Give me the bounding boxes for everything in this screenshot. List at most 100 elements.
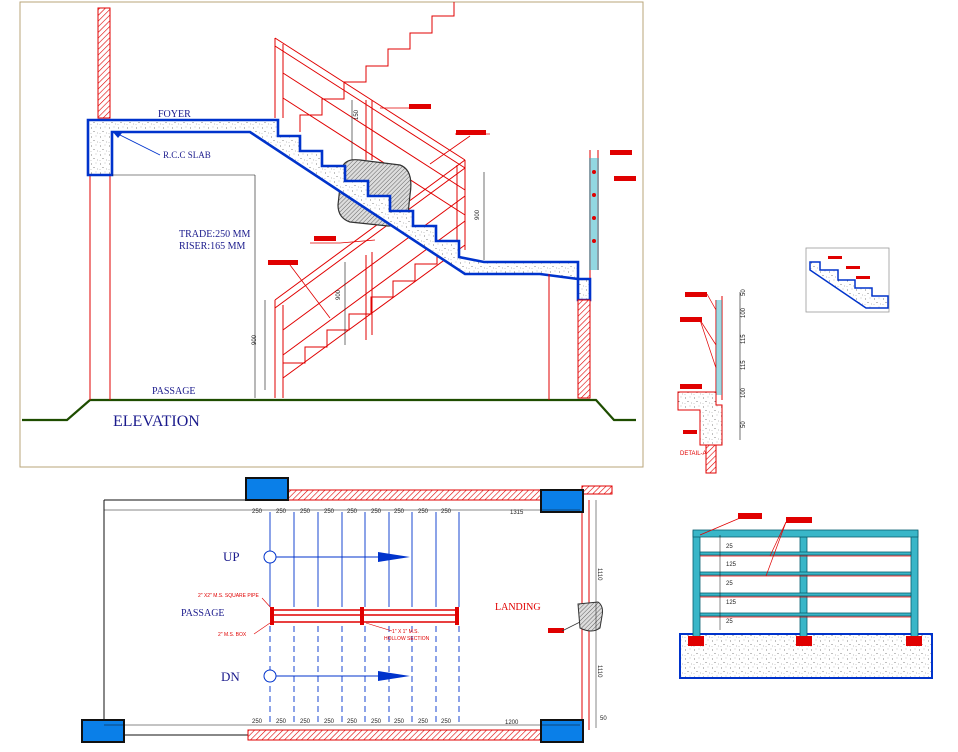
left-column: [97, 7, 111, 119]
plan-column-top-right: [540, 489, 584, 513]
detail-dim-value: 100: [741, 387, 747, 398]
elevation-view: 900 900 150 900 FOYER R.C.C SLAB TRADE:2…: [19, 1, 644, 468]
upper-flight-steps: [299, 2, 455, 132]
front-railing-dim-value: 25: [726, 619, 733, 625]
end-dim: 50: [600, 716, 607, 722]
bottom-tread-dim: 250: [347, 719, 358, 725]
railing-mid-rails: [699, 551, 912, 617]
rail-nodes: [270, 607, 459, 625]
up-label: UP: [223, 549, 240, 564]
front-railing-dim-value: 25: [726, 544, 733, 550]
square-pipe-note: 2" X2" M.S. SQUARE PIPE: [198, 593, 259, 599]
bottom-tread-dim: 250: [418, 719, 429, 725]
detail-dim-value: 50: [741, 421, 747, 428]
railing-base-plates: [688, 636, 922, 646]
front-railing-dim-value: 125: [726, 562, 737, 568]
hollow-note-1: 1" X 1" M.S.: [392, 629, 419, 635]
landing-label: LANDING: [495, 602, 541, 613]
detail-dim-value: 100: [741, 307, 747, 318]
detail-dims: 50 100 115 115 100 50: [741, 289, 747, 428]
slab-leader-arrow: [112, 131, 122, 138]
railing-tags: [738, 513, 812, 523]
top-tread-dim: 250: [394, 509, 405, 515]
plan-view: 250 250 250 250 250 250 250 250 250 250 250 250 250…: [81, 477, 613, 743]
hollow-note-2: HOLLOW SECTION: [384, 636, 430, 642]
top-tread-dim: 250: [276, 509, 287, 515]
plan-column-top-left: [245, 477, 289, 501]
plan-passage-label: PASSAGE: [181, 608, 225, 619]
front-railing-dims: 25 125 25 125 25: [726, 544, 737, 625]
elevation-passage-label: PASSAGE: [152, 386, 196, 397]
detail-leaders: [699, 293, 717, 369]
bottom-tread-dim: 250: [371, 719, 382, 725]
dn-arrow: [378, 671, 410, 681]
dn-start-circle: [263, 669, 277, 683]
landing-newel: [577, 601, 603, 632]
trade-label: TRADE:250 MM: [179, 229, 251, 240]
balcony-railing-fill: [589, 158, 599, 270]
elevation-dimensions: [112, 100, 485, 398]
rcc-slab-label: R.C.C SLAB: [163, 150, 211, 160]
detail-dim-value: 50: [741, 289, 747, 296]
down-flight-treads: [269, 626, 460, 723]
detail-dim-value: 115: [741, 334, 747, 344]
detail-slab-section: [677, 391, 723, 446]
bottom-tread-dim: 250: [441, 719, 452, 725]
elevation-dim-rail-lower: 900: [336, 289, 342, 300]
railing-post-left: [692, 530, 701, 639]
detail-wall: [705, 444, 717, 474]
inset-tags: [828, 256, 870, 279]
railing-red-rails: [700, 555, 911, 618]
top-tread-dim: 250: [300, 509, 311, 515]
elevation-title: ELEVATION: [113, 413, 200, 430]
up-flight-treads: [269, 512, 460, 607]
upper-handrail: [274, 37, 466, 216]
top-tread-dim: 250: [418, 509, 429, 515]
bottom-landing-dim: 1200: [505, 720, 519, 726]
railing-post-right: [910, 530, 919, 639]
up-start-circle: [263, 550, 277, 564]
elevation-dim-900-upper: 900: [475, 209, 481, 220]
plan-bottom-wall: [247, 729, 544, 741]
detail-label: DETAIL-A: [680, 451, 707, 457]
plan-top-wall: [287, 489, 544, 501]
railing-leaders: [699, 517, 787, 577]
top-tread-dim: 250: [324, 509, 335, 515]
side-dim-top: 1110: [596, 568, 602, 581]
elevation-frame: [19, 1, 644, 468]
side-dim-bottom: 1110: [596, 665, 602, 678]
railing-detail-view: 50 100 115 115 100 50 DETAIL-A: [677, 289, 747, 474]
elevation-dim-900-lower: 900: [252, 334, 258, 345]
lower-handrail: [274, 159, 466, 398]
dn-label: DN: [221, 669, 240, 684]
bottom-tread-dim: 250: [324, 719, 335, 725]
bottom-tread-dim: 250: [300, 719, 311, 725]
slab-leader: [117, 133, 161, 156]
front-railing-dim-value: 25: [726, 581, 733, 587]
plan-column-bottom-right: [540, 719, 584, 743]
elevation-tags: [268, 104, 636, 265]
balcony-rail-dots: [592, 170, 596, 243]
detail-dim-value: 115: [741, 360, 747, 370]
foyer-label: FOYER: [158, 109, 191, 120]
front-railing-view: 25 125 25 125 25: [679, 513, 933, 679]
ground-line: [22, 398, 636, 422]
top-landing-dim: 1315: [510, 510, 524, 516]
top-tread-dim: 250: [371, 509, 382, 515]
elevation-dim-rail: 150: [354, 109, 360, 120]
bottom-tread-dim: 250: [276, 719, 287, 725]
railing-top-rail: [692, 529, 919, 538]
detail-tags: [680, 292, 707, 434]
front-railing-dim-value: 125: [726, 600, 737, 606]
riser-label: RISER:165 MM: [179, 241, 246, 252]
ms-box-note: 2" M.S. BOX: [218, 632, 247, 638]
top-tread-dim: 250: [252, 509, 263, 515]
up-arrow: [378, 552, 410, 562]
top-tread-dim: 250: [441, 509, 452, 515]
plan-column-bottom-left: [81, 719, 125, 743]
inset-slab: [809, 261, 889, 309]
right-column: [577, 299, 591, 399]
